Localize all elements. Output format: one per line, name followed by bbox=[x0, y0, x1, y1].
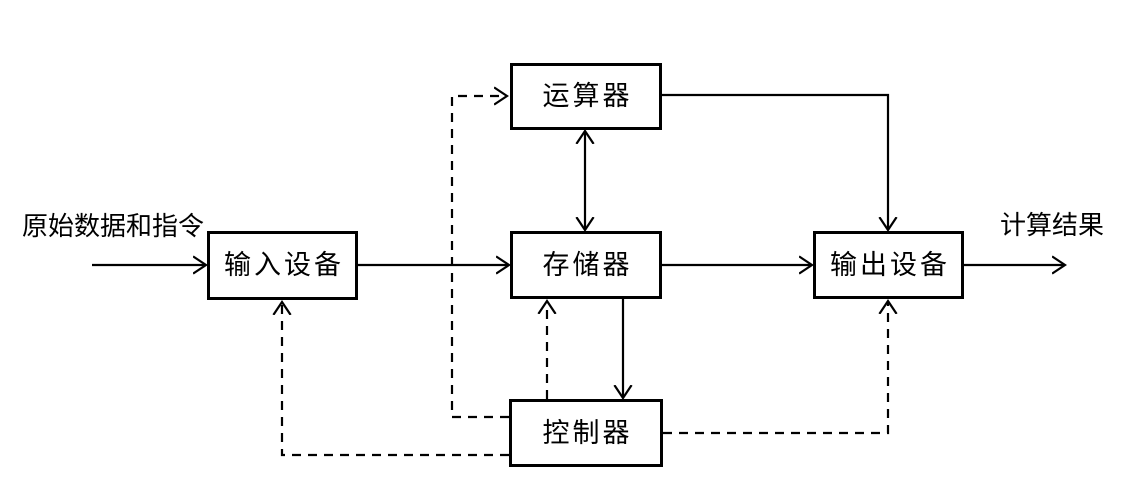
box-alu-label: 运算器 bbox=[542, 81, 633, 111]
arrow-alu-to-output bbox=[662, 93, 888, 229]
dashed-arrow-controller-to-alu bbox=[450, 96, 509, 419]
dashed-arrow-controller-to-output bbox=[663, 302, 888, 435]
dashed-arrow-controller-to-input bbox=[282, 303, 509, 457]
box-output-device: 输出设备 bbox=[813, 231, 964, 299]
box-alu: 运算器 bbox=[510, 63, 662, 130]
box-memory-label: 存储器 bbox=[542, 249, 633, 280]
box-input-device-label: 输入设备 bbox=[224, 250, 344, 280]
annotation-raw-data-and-instructions: 原始数据和指令 bbox=[22, 212, 205, 241]
box-input-device: 输入设备 bbox=[207, 231, 358, 300]
box-controller: 控制器 bbox=[509, 399, 663, 467]
box-memory: 存储器 bbox=[510, 231, 662, 299]
annotation-computation-result: 计算结果 bbox=[1000, 211, 1105, 240]
box-output-device-label: 输出设备 bbox=[830, 249, 950, 280]
box-controller-label: 控制器 bbox=[542, 417, 633, 448]
